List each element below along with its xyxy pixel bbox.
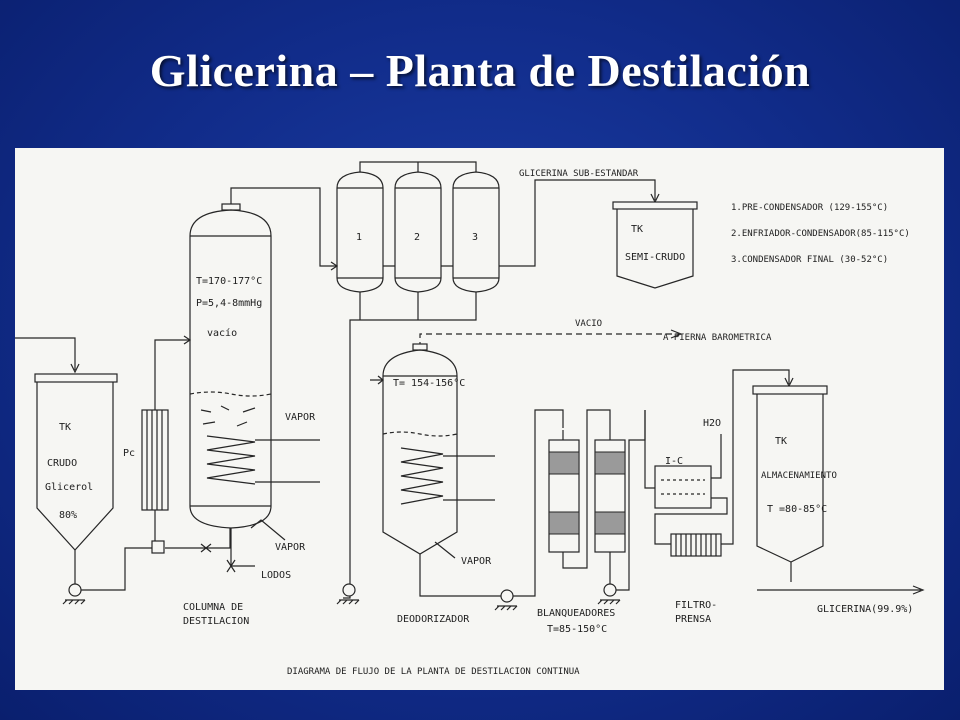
flow-diagram-svg: TK CRUDO Glicerol 80% Pc bbox=[15, 161, 925, 677]
tank-storage-label-2: ALMACENAMIENTO bbox=[761, 471, 837, 481]
tank-crudo-label-2: CRUDO bbox=[47, 458, 77, 469]
column-sludge: LODOS bbox=[261, 570, 291, 581]
diagram-caption: DIAGRAMA DE FLUJO DE LA PLANTA DE DESTIL… bbox=[287, 667, 580, 677]
heat-exchanger-label: I-C bbox=[665, 456, 683, 467]
filter-press: FILTRO- PRENSA bbox=[670, 533, 722, 625]
bleacher-1 bbox=[548, 430, 580, 553]
condenser-1-label: 1 bbox=[356, 232, 362, 243]
tank-crudo-label-1: TK bbox=[59, 422, 71, 433]
tank-semicrudo-label-1: TK bbox=[631, 224, 643, 235]
condenser-3: 3 bbox=[452, 171, 500, 293]
tank-storage-label-1: TK bbox=[775, 436, 787, 447]
legend-item-1: 1.PRE-CONDENSADOR (129-155°C) bbox=[731, 203, 888, 213]
filter-press-label-2: PRENSA bbox=[675, 614, 711, 625]
deodorizer-name: DEODORIZADOR bbox=[397, 614, 470, 625]
tank-crudo-label-4: 80% bbox=[59, 510, 77, 521]
pump-filter bbox=[597, 583, 621, 605]
tank-crudo-label-3: Glicerol bbox=[45, 482, 93, 493]
column-vacuum: vacío bbox=[207, 327, 237, 339]
bleachers-name: BLANQUEADORES bbox=[537, 608, 615, 619]
column-temp: T=170-177°C bbox=[196, 276, 262, 287]
column-name-2: DESTILACION bbox=[183, 616, 249, 627]
preheater-pc: Pc bbox=[123, 409, 169, 511]
deodorizer-temp: T= 154-156°C bbox=[393, 378, 465, 389]
condenser-1: 1 bbox=[336, 171, 384, 293]
deodorizer-vapor: VAPOR bbox=[461, 556, 492, 567]
condenser-2-label: 2 bbox=[414, 232, 420, 243]
condenser-3-label: 3 bbox=[472, 232, 478, 243]
bleacher-2 bbox=[594, 439, 626, 553]
condenser-2: 2 bbox=[394, 171, 442, 293]
slide-title: Glicerina – Planta de Destilación bbox=[149, 45, 811, 96]
tank-semicrudo-label-2: SEMI-CRUDO bbox=[625, 252, 685, 263]
legend-item-3: 3.CONDENSADOR FINAL (30-52°C) bbox=[731, 255, 888, 265]
condenser-legend: 1.PRE-CONDENSADOR (129-155°C) 2.ENFRIADO… bbox=[731, 203, 910, 265]
tank-storage-label-3: T =80-85°C bbox=[767, 504, 827, 515]
tank-storage: TK ALMACENAMIENTO T =80-85°C bbox=[752, 385, 837, 563]
legend-item-2: 2.ENFRIADOR-CONDENSADOR(85-115°C) bbox=[731, 229, 910, 239]
substandard-line-label: GLICERINA SUB-ESTANDAR bbox=[519, 169, 639, 179]
pump-deodorizer bbox=[336, 583, 360, 605]
tank-semicrudo: TK SEMI-CRUDO bbox=[612, 201, 698, 289]
filter-press-label-1: FILTRO- bbox=[675, 600, 717, 611]
flow-diagram: TK CRUDO Glicerol 80% Pc bbox=[15, 148, 944, 690]
column-pressure: P=5,4-8mmHg bbox=[196, 298, 262, 309]
pump-crudo bbox=[62, 583, 86, 605]
preheater-pc-label: Pc bbox=[123, 448, 135, 459]
tank-crudo: TK CRUDO Glicerol 80% bbox=[34, 373, 118, 551]
vacuum-line-label: VACIO bbox=[575, 319, 602, 329]
deodorizer: T= 154-156°C DEODORIZADOR bbox=[382, 343, 470, 625]
vacuum-line-dest: A PIERNA BAROMETRICA bbox=[663, 333, 772, 343]
column-name-1: COLUMNA DE bbox=[183, 602, 243, 613]
column-vapor-bottom: VAPOR bbox=[275, 542, 306, 553]
heat-exchanger-water: H2O bbox=[703, 418, 721, 429]
column-vapor-label: VAPOR bbox=[285, 412, 316, 423]
distillation-column: T=170-177°C P=5,4-8mmHg vacío COLUMNA DE… bbox=[183, 203, 272, 627]
bleachers-temp: T=85-150°C bbox=[547, 624, 607, 635]
heat-exchanger: I-C H2O bbox=[654, 418, 721, 509]
pump-bleacher bbox=[494, 589, 518, 611]
product-label: GLICERINA(99.9%) bbox=[817, 604, 913, 615]
